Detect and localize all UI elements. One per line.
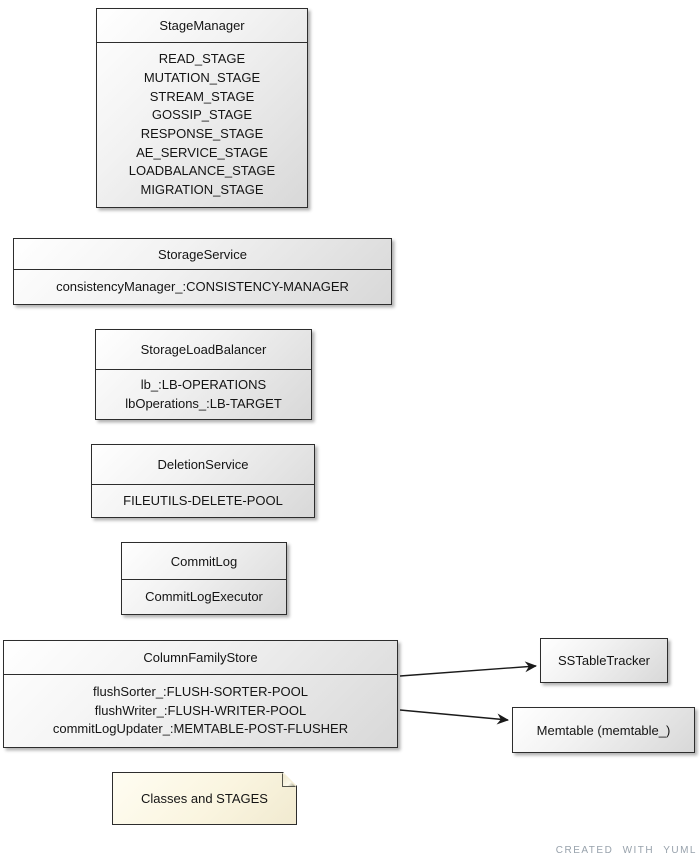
class-members: consistencyManager_:CONSISTENCY-MANAGER	[14, 270, 391, 304]
class-box-memtable: Memtable (memtable_)	[512, 707, 695, 753]
class-member: lb_:LB-OPERATIONS	[140, 376, 267, 392]
class-members: CommitLogExecutor	[122, 580, 286, 614]
yuml-credit: CREATED WITH YUML	[555, 845, 697, 856]
note-text: Classes and STAGES	[141, 791, 268, 806]
class-member: MUTATION_STAGE	[143, 69, 261, 85]
class-members: FILEUTILS-DELETE-POOL	[92, 485, 314, 517]
class-member: AE_SERVICE_STAGE	[136, 144, 268, 160]
class-box-columnfamilystore: ColumnFamilyStore flushSorter_:FLUSH-SOR…	[3, 640, 398, 748]
note-classes-and-stages: Classes and STAGES	[112, 772, 297, 825]
class-title: StorageService	[14, 239, 391, 270]
class-member: flushWriter_:FLUSH-WRITER-POOL	[94, 702, 307, 718]
class-title: DeletionService	[92, 445, 314, 485]
class-box-deletionservice: DeletionService FILEUTILS-DELETE-POOL	[91, 444, 315, 518]
class-title: StageManager	[97, 9, 307, 43]
arrow-columnfamilystore-to-memtable	[399, 709, 509, 725]
class-box-storageservice: StorageService consistencyManager_:CONSI…	[13, 238, 392, 305]
class-members: READ_STAGE MUTATION_STAGE STREAM_STAGE G…	[97, 43, 307, 207]
class-members: flushSorter_:FLUSH-SORTER-POOL flushWrit…	[4, 675, 397, 747]
class-box-sstabletracker: SSTableTracker	[540, 638, 668, 683]
arrow-columnfamilystore-to-sstabletracker	[399, 661, 537, 677]
class-title: ColumnFamilyStore	[4, 641, 397, 675]
class-box-storageloadbalancer: StorageLoadBalancer lb_:LB-OPERATIONS lb…	[95, 329, 312, 420]
note-folded-corner-icon	[282, 773, 296, 787]
class-members: lb_:LB-OPERATIONS lbOperations_:LB-TARGE…	[96, 370, 311, 419]
class-member: RESPONSE_STAGE	[140, 126, 264, 141]
class-member: MIGRATION_STAGE	[140, 182, 264, 198]
class-member: READ_STAGE	[158, 51, 246, 67]
class-member: commitLogUpdater_:MEMTABLE-POST-FLUSHER	[52, 721, 349, 737]
class-member: consistencyManager_:CONSISTENCY-MANAGER	[56, 278, 349, 294]
class-title: CommitLog	[122, 543, 286, 580]
class-box-stagemanager: StageManager READ_STAGE MUTATION_STAGE S…	[96, 8, 308, 208]
class-box-commitlog: CommitLog CommitLogExecutor	[121, 542, 287, 615]
class-member: lbOperations_:LB-TARGET	[125, 395, 282, 411]
class-member: STREAM_STAGE	[149, 88, 255, 104]
class-title: SSTableTracker	[558, 653, 650, 668]
class-title: Memtable (memtable_)	[536, 722, 671, 738]
class-member: flushSorter_:FLUSH-SORTER-POOL	[92, 683, 309, 699]
class-title: StorageLoadBalancer	[96, 330, 311, 370]
class-member: FILEUTILS-DELETE-POOL	[123, 492, 283, 508]
class-member: CommitLogExecutor	[145, 588, 263, 604]
class-member: LOADBALANCE_STAGE	[128, 163, 276, 179]
class-member: GOSSIP_STAGE	[151, 107, 253, 123]
